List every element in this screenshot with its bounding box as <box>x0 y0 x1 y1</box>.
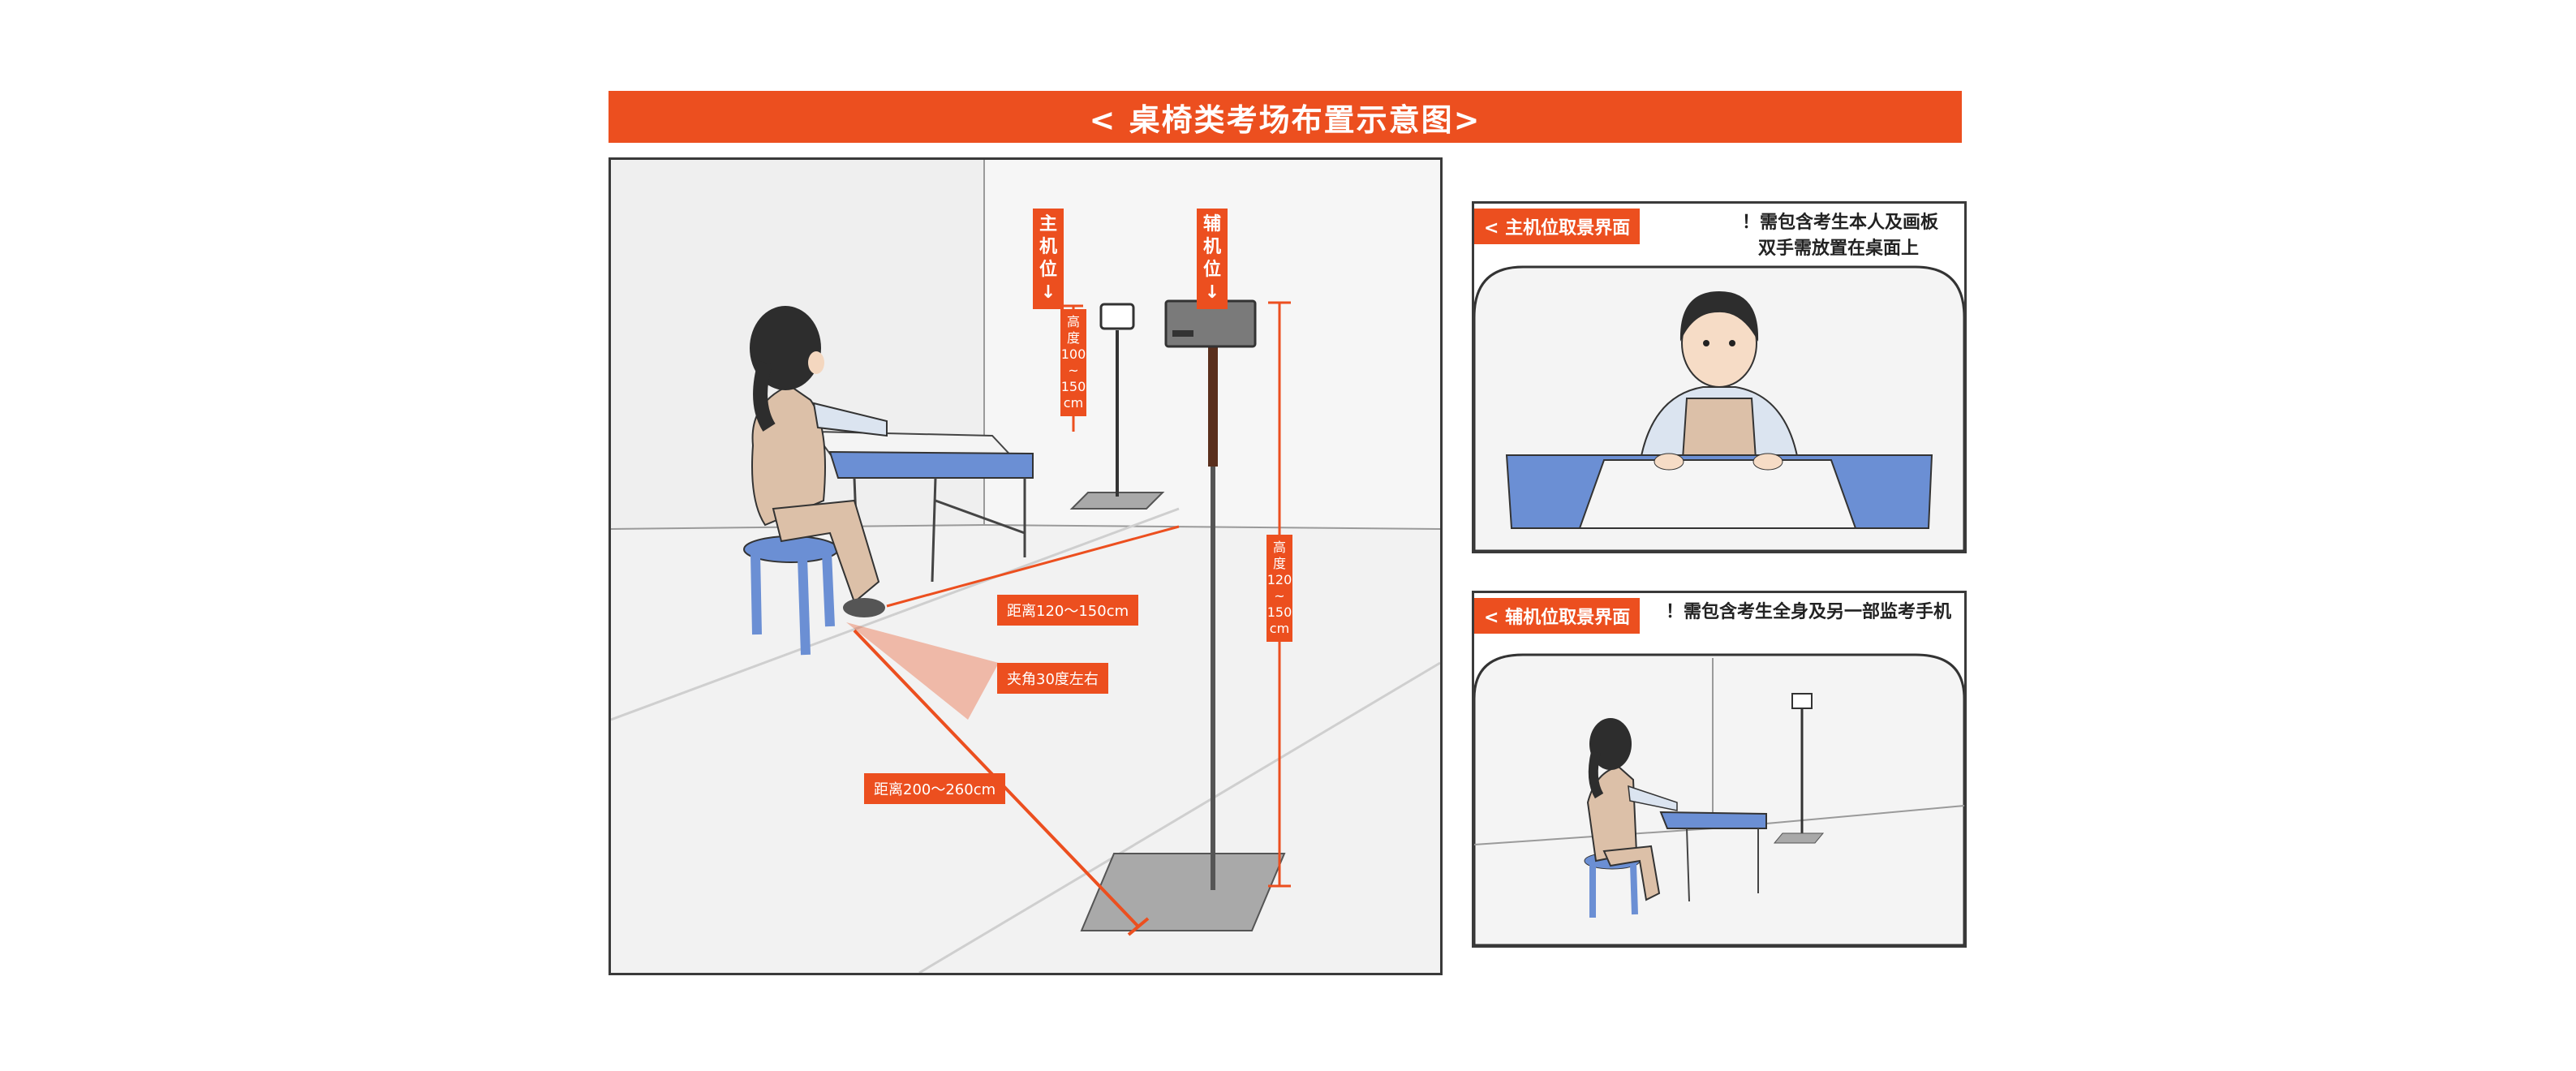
far-distance-label: 距离200～260cm <box>864 773 1006 804</box>
mini-table <box>1659 811 1767 829</box>
floor-guide-2 <box>918 661 1440 973</box>
view-angle-wedge <box>846 622 999 720</box>
table-top <box>828 450 1034 479</box>
primary-view-illustration <box>1474 265 1964 551</box>
primary-view-note: ！需包含考生本人及画板 双手需放置在桌面上 <box>1742 213 1939 259</box>
secondary-view-panel: < 辅机位取景界面 ！需包含考生全身及另一部监考手机 <box>1472 591 1967 948</box>
near-distance-line <box>886 525 1180 608</box>
secondary-view-tag: < 辅机位取景界面 <box>1474 598 1641 634</box>
near-distance-label: 距离120～150cm <box>997 595 1139 626</box>
secondary-view-note: ！需包含考生全身及另一部监考手机 <box>1666 602 1952 622</box>
floor-guide-1 <box>611 507 1180 721</box>
mini-phone <box>1791 693 1813 709</box>
drawing-board <box>1578 459 1857 529</box>
student-shoe <box>843 598 885 617</box>
secondary-view-illustration <box>1474 653 1964 945</box>
student-ear <box>808 351 824 374</box>
primary-view-panel: < 主机位取景界面 ！需包含考生本人及画板 双手需放置在桌面上 <box>1472 201 1967 553</box>
primary-phone <box>1099 303 1135 330</box>
angle-label: 夹角30度左右 <box>997 663 1108 694</box>
student-hair-front <box>1679 291 1759 342</box>
primary-stand-base <box>1069 492 1165 510</box>
primary-camera-label: 主机位↓ <box>1033 209 1064 309</box>
page-title: < 桌椅类考场布置示意图> <box>609 91 1962 143</box>
secondary-camera-label: 辅机位↓ <box>1197 209 1228 309</box>
student-arm <box>812 402 888 437</box>
secondary-stand-base <box>1080 853 1286 931</box>
primary-view-tag: < 主机位取景界面 <box>1474 209 1641 244</box>
room-illustration <box>611 160 1440 973</box>
student-ponytail <box>753 360 776 432</box>
floor <box>611 525 1440 973</box>
